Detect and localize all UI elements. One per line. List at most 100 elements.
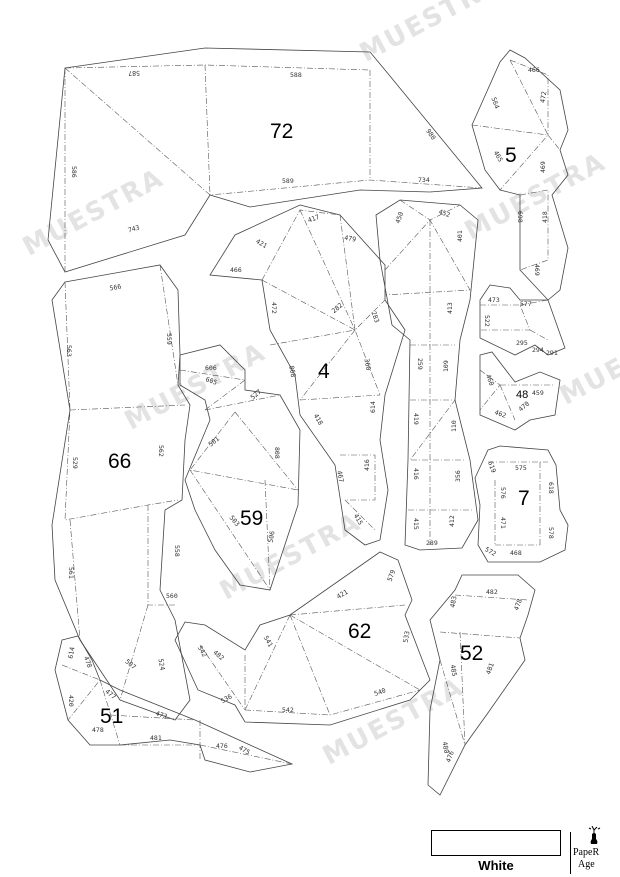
edge-label: 522 bbox=[483, 315, 491, 327]
edge-label: 605 bbox=[204, 375, 218, 387]
brand-name-line1: PapeR bbox=[573, 847, 600, 858]
edge-label: 575 bbox=[515, 464, 527, 472]
edge-label: 533 bbox=[402, 630, 412, 643]
piece-strip-center: 450 452 401 413 259 109 419 110 416 356 … bbox=[375, 199, 479, 551]
piece-number-7: 7 bbox=[518, 487, 530, 510]
edge-label: 421 bbox=[335, 588, 349, 601]
brand-name-line2: Age bbox=[578, 859, 595, 870]
edge-label: 473 bbox=[154, 709, 168, 721]
edge-label: 467 bbox=[335, 470, 345, 483]
edge-label: 540 bbox=[373, 686, 387, 698]
piece-7: 7 575 619 618 576 471 578 468 572 bbox=[474, 445, 569, 563]
piece-62: 62 421 579 542 541 533 540 536 542 482 bbox=[174, 551, 431, 726]
edge-label: 560 bbox=[166, 592, 178, 600]
piece-number-52: 52 bbox=[460, 642, 483, 665]
edge-label: 413 bbox=[446, 302, 454, 314]
edge-label: 466 bbox=[528, 66, 540, 74]
edge-label: 506 bbox=[267, 530, 277, 543]
edge-label: 559 bbox=[165, 333, 173, 345]
edge-label: 420 bbox=[67, 695, 75, 707]
piece-number-66: 66 bbox=[108, 450, 131, 473]
edge-label: 401 bbox=[456, 230, 464, 242]
edge-label: 482 bbox=[211, 648, 225, 662]
edge-label: 698 bbox=[516, 211, 524, 223]
piece-51: 51 614 478 420 477 478 481 473 476 475 bbox=[54, 635, 294, 773]
edge-label: 478 bbox=[92, 726, 104, 734]
edge-label: 507 bbox=[123, 657, 137, 671]
edge-label: 416 bbox=[412, 468, 420, 480]
edge-label: 808 bbox=[273, 447, 281, 459]
edge-label: 483 bbox=[449, 595, 459, 608]
piece-5: 5 466 564 472 465 469 698 418 469 bbox=[471, 49, 569, 301]
edge-label: 868 bbox=[287, 365, 297, 378]
edge-label: 589 bbox=[282, 177, 294, 185]
deer-logo-icon bbox=[588, 826, 601, 844]
edge-label: 421 bbox=[254, 237, 268, 250]
edge-label: 477 bbox=[103, 687, 117, 701]
color-swatch bbox=[431, 830, 561, 856]
edge-label: 980 bbox=[424, 127, 437, 141]
edge-label: 618 bbox=[547, 482, 555, 494]
edge-label: 475 bbox=[237, 744, 251, 757]
piece-number-51: 51 bbox=[100, 705, 123, 728]
edge-label: 468 bbox=[510, 549, 522, 557]
piece-59: 59 606 605 527 501 808 503 506 bbox=[179, 344, 301, 591]
edge-label: 561 bbox=[67, 567, 75, 579]
edge-label: 472 bbox=[270, 302, 278, 314]
edge-label: 469 bbox=[539, 161, 547, 173]
edge-label: 259 bbox=[416, 358, 424, 370]
edge-label: 586 bbox=[70, 166, 78, 178]
edge-label: 529 bbox=[71, 457, 79, 469]
edge-label: 541 bbox=[262, 634, 275, 648]
edge-label: 110 bbox=[450, 420, 458, 432]
edge-label: 542 bbox=[282, 706, 294, 714]
edge-label: 415 bbox=[412, 518, 420, 530]
edge-label: 466 bbox=[230, 266, 242, 274]
edge-label: 482 bbox=[486, 588, 498, 596]
edge-label: 566 bbox=[109, 283, 122, 293]
piece-72: 72 587 588 586 589 743 734 980 bbox=[47, 47, 483, 273]
piece-number-59: 59 bbox=[240, 507, 263, 530]
edge-label: 579 bbox=[386, 569, 398, 583]
edge-label: 450 bbox=[394, 211, 406, 225]
piece-number-4: 4 bbox=[318, 360, 330, 383]
edge-label: 558 bbox=[173, 545, 181, 557]
edge-label: 452 bbox=[437, 208, 451, 220]
edge-label: 485 bbox=[449, 664, 459, 677]
edge-label: 360 bbox=[363, 358, 373, 371]
edge-label: 289 bbox=[426, 539, 438, 547]
edge-label: 524 bbox=[157, 658, 167, 671]
edge-label: 572 bbox=[483, 545, 497, 558]
edge-label: 295 bbox=[516, 339, 528, 347]
edge-label: 577 bbox=[520, 300, 532, 308]
edge-label: 481 bbox=[484, 662, 496, 676]
edge-label: 416 bbox=[363, 459, 371, 471]
edge-label: 478 bbox=[512, 598, 524, 612]
edge-label: 294 bbox=[532, 346, 544, 354]
edge-label: 564 bbox=[489, 96, 501, 110]
edge-label: 462 bbox=[493, 408, 507, 420]
edge-label: 419 bbox=[412, 413, 420, 425]
edge-label: 614 bbox=[369, 401, 377, 413]
edge-label: 460 bbox=[484, 373, 496, 387]
edge-label: 473 bbox=[488, 296, 500, 304]
edge-label: 476 bbox=[444, 750, 456, 764]
piece-52: 52 482 483 478 485 481 480 476 bbox=[427, 574, 536, 796]
edge-label: 734 bbox=[418, 176, 430, 184]
edge-label: 459 bbox=[532, 389, 544, 397]
edge-label: 415 bbox=[352, 512, 365, 526]
brand-divider bbox=[570, 832, 571, 874]
edge-label: 527 bbox=[249, 388, 263, 402]
piece-number-72: 72 bbox=[270, 120, 293, 143]
color-name-label: White bbox=[478, 858, 514, 873]
edge-label: 619 bbox=[486, 460, 498, 474]
piece-4: 4 417 421 466 479 472 282 283 868 360 41… bbox=[209, 204, 406, 546]
edge-label: 614 bbox=[67, 646, 77, 659]
edge-label: 418 bbox=[312, 412, 325, 426]
piece-48: 48 460 462 459 470 bbox=[479, 351, 561, 431]
piece-number-48: 48 bbox=[516, 389, 528, 401]
edge-label: 283 bbox=[369, 310, 381, 324]
edge-label: 478 bbox=[82, 655, 94, 669]
